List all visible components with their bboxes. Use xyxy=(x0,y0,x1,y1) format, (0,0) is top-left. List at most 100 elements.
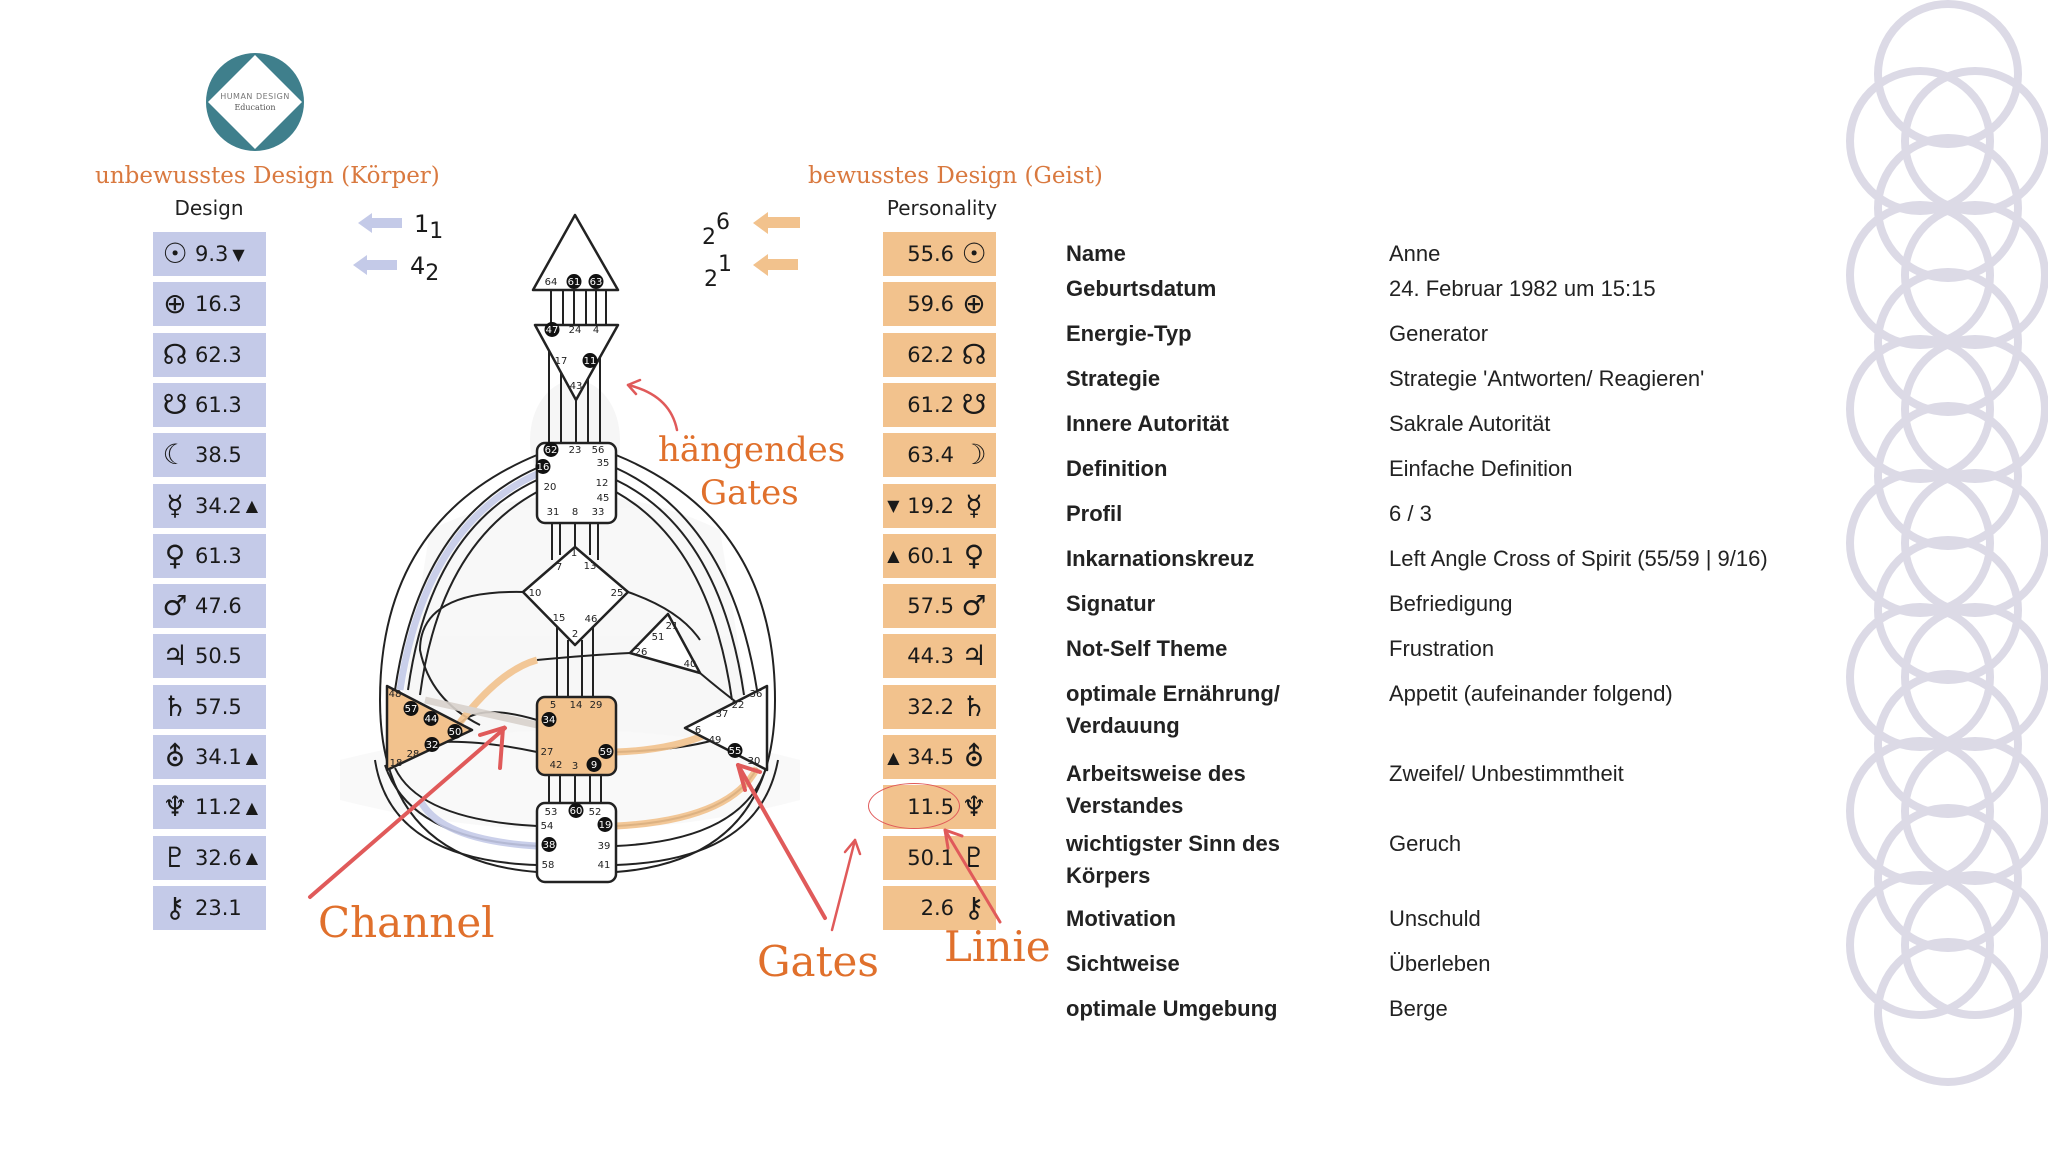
design-row-jupiter: ♃50.5 xyxy=(153,634,266,679)
info-value: Zweifel/ Unbestimmtheit xyxy=(1389,761,1624,786)
highlight-circle xyxy=(868,783,960,829)
info-label: Motivation xyxy=(1066,906,1176,931)
sacral-center xyxy=(535,695,618,777)
logo: HUMAN DESIGN Education xyxy=(205,52,305,152)
design-header: Design xyxy=(174,196,244,220)
gate-25: 25 xyxy=(611,588,624,599)
gate-line-value: 32.2 xyxy=(907,694,954,719)
info-value: Geruch xyxy=(1389,831,1462,856)
line-arrow xyxy=(943,828,1002,924)
flower-circle xyxy=(1874,670,2022,818)
design-row-venus: ♀61.3 xyxy=(153,533,266,578)
flower-circle xyxy=(1846,201,1994,349)
arrow-left-icon xyxy=(753,212,800,234)
gate-line-value: 61.3 xyxy=(195,392,242,417)
gate-line-value: 63.4 xyxy=(907,443,954,468)
gate-38: 38 xyxy=(543,840,556,851)
info-label: Definition xyxy=(1066,456,1168,481)
personality-line-1: 26 xyxy=(702,210,730,250)
personality-row-sun: 55.6☉ xyxy=(883,232,996,276)
personality-header: Personality xyxy=(886,196,998,220)
gate-61: 61 xyxy=(568,277,581,288)
gate-22: 22 xyxy=(732,700,745,711)
gate-35: 35 xyxy=(597,458,610,469)
personality-row-chiron: 2.6⚷ xyxy=(883,885,996,930)
gate-line-value: 55.6 xyxy=(907,242,954,266)
gate-10: 10 xyxy=(529,588,542,599)
gate-27: 27 xyxy=(541,747,554,758)
gate-32: 32 xyxy=(426,740,439,751)
gate-64: 64 xyxy=(545,277,558,288)
gate-8: 8 xyxy=(572,507,578,518)
flower-circle xyxy=(1846,67,1994,215)
neptune-icon: ♆ xyxy=(162,790,188,824)
gate-12: 12 xyxy=(596,478,609,489)
exalted-triangle-icon: ▲ xyxy=(245,797,259,817)
personality-line-2: 21 xyxy=(704,252,732,292)
info-value: Überleben xyxy=(1389,951,1491,976)
flower-circle xyxy=(1874,402,2022,550)
flower-circle xyxy=(1874,268,2022,416)
exalted-triangle-icon: ▲ xyxy=(245,496,259,515)
design-row-sun: ☉9.3▼ xyxy=(153,232,266,276)
info-value: Strategie 'Antworten/ Reagieren' xyxy=(1389,366,1705,391)
activated-gate-marker xyxy=(543,442,559,457)
gate-line-value: 44.3 xyxy=(907,644,954,669)
gate-19: 19 xyxy=(599,820,612,831)
gate-47: 47 xyxy=(546,325,559,336)
flower-circle xyxy=(1901,201,2048,349)
annotation-arrows xyxy=(308,378,1002,932)
gate-18: 18 xyxy=(390,758,403,769)
gate-9: 9 xyxy=(591,760,597,771)
gate-11: 11 xyxy=(584,356,597,367)
gate-53: 53 xyxy=(545,807,558,818)
gate-line-value: 61.2 xyxy=(907,392,954,417)
info-value: Left Angle Cross of Spirit (55/59 | 9/16… xyxy=(1389,546,1768,571)
gate-60: 60 xyxy=(570,806,583,817)
gate-31: 31 xyxy=(547,507,560,518)
gate-line-value: 23.1 xyxy=(195,895,242,920)
solar-plexus-center xyxy=(683,684,769,772)
gate-33: 33 xyxy=(592,507,605,518)
gate-52: 52 xyxy=(589,807,602,818)
gate-line-value: 34.2 xyxy=(195,493,242,518)
saturn-icon: ♄ xyxy=(162,689,188,723)
chiron-icon: ⚷ xyxy=(963,890,985,924)
gate-58: 58 xyxy=(542,860,555,871)
gate-line-value: 47.6 xyxy=(195,594,242,619)
gate-17: 17 xyxy=(555,356,568,367)
activated-gate-marker xyxy=(424,737,440,752)
design-line-1: 11 xyxy=(414,210,444,244)
info-value: Appetit (aufeinander folgend) xyxy=(1389,681,1673,706)
logo-text: HUMAN DESIGN xyxy=(220,92,290,101)
gate-39: 39 xyxy=(598,841,611,852)
info-value: Einfache Definition xyxy=(1389,456,1573,481)
gate-line-value: 34.5 xyxy=(907,745,954,769)
personality-row-mercury: ▼19.2☿ xyxy=(883,483,996,528)
gate-62: 62 xyxy=(545,445,558,456)
arrow-left-icon xyxy=(358,213,402,233)
info-label: Inkarnationskreuz xyxy=(1066,546,1255,571)
north-node-icon: ☊ xyxy=(162,337,188,371)
flower-circle xyxy=(1846,335,1994,483)
gate-2: 2 xyxy=(572,629,578,640)
gate-34: 34 xyxy=(543,715,556,726)
uranus-icon: ⛢ xyxy=(164,740,186,773)
detriment-triangle-icon: ▼ xyxy=(232,244,245,264)
gate-line-value: 60.1 xyxy=(907,543,954,568)
flower-circle xyxy=(1901,871,2048,1019)
flower-circle xyxy=(1874,536,2022,684)
gate-line-value: 61.3 xyxy=(195,543,242,568)
gate-29: 29 xyxy=(590,700,603,711)
gate-line-value: 57.5 xyxy=(195,694,242,719)
jupiter-icon: ♃ xyxy=(162,639,188,673)
gate-21: 21 xyxy=(666,621,679,632)
hanging-gates-label-1: hängendes xyxy=(658,430,846,470)
info-value: 6 / 3 xyxy=(1389,501,1432,526)
personality-row-saturn: 32.2♄ xyxy=(883,684,996,729)
info-value: Generator xyxy=(1389,321,1489,346)
gate-13: 13 xyxy=(584,561,597,572)
activated-gate-marker xyxy=(582,353,598,368)
